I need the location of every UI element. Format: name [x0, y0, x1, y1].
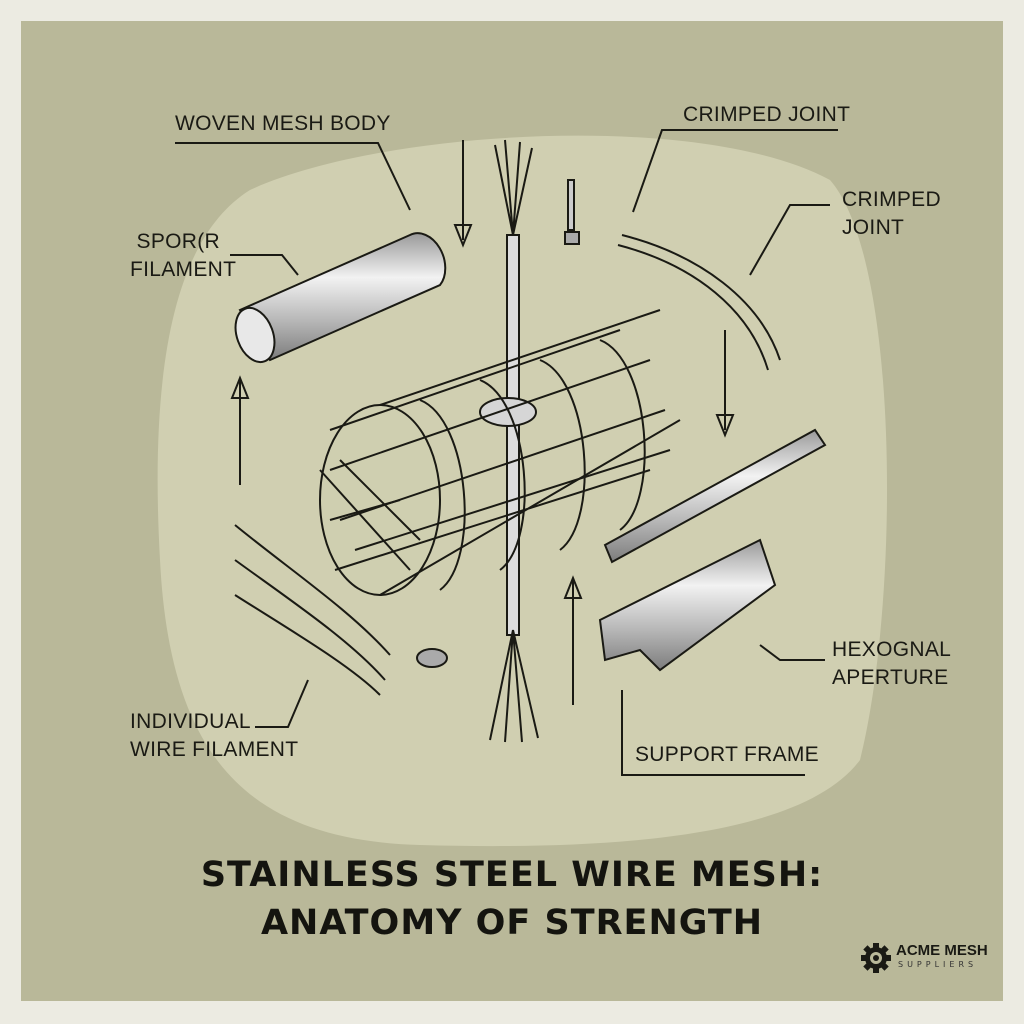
- label-crimped-joint-top: CRIMPED JOINT: [683, 103, 851, 126]
- label-hex-line2: APERTURE: [832, 666, 949, 689]
- arrow-up-center: [563, 575, 583, 705]
- individual-wire-filaments: [234, 524, 391, 696]
- washer-part: [416, 648, 448, 668]
- title-line1: STAINLESS STEEL WIRE MESH:: [200, 855, 824, 895]
- label-spor-filament: SPOR(R FILAMENT: [130, 228, 237, 284]
- leader-woven: [175, 142, 411, 211]
- spor-filament-tube: [234, 232, 447, 364]
- tube: [603, 428, 827, 564]
- gear-icon: [861, 943, 891, 973]
- label-hex-line1: HEXOGNAL: [832, 638, 952, 661]
- leader-hex: [759, 644, 825, 661]
- label-crimped-line2: JOINT: [842, 216, 905, 239]
- woven-mesh-body: [319, 309, 681, 596]
- leader-spor: [230, 254, 299, 276]
- label-individual-line2: WIRE FILAMENT: [130, 738, 299, 761]
- label-spor-line2: FILAMENT: [130, 258, 237, 281]
- support-frame-channel: [598, 538, 777, 672]
- crimped-joint-wires: [617, 234, 781, 371]
- arrow-down-right: [715, 330, 735, 438]
- arrow-down-left: [453, 140, 473, 248]
- label-individual-wire: INDIVIDUAL WIRE FILAMENT: [130, 708, 298, 764]
- leader-support: [621, 690, 805, 776]
- label-spor-line1: SPOR(R: [136, 230, 220, 253]
- label-woven-mesh-body: WOVEN MESH BODY: [175, 112, 391, 135]
- label-crimped-joint-right: CRIMPED JOINT: [842, 186, 941, 242]
- label-crimped-line1: CRIMPED: [842, 188, 941, 211]
- label-hexagonal-aperture: HEXOGNAL APERTURE: [832, 636, 951, 692]
- logo-subtitle: SUPPLIERS: [898, 960, 978, 969]
- logo-name: ACME MESH: [896, 942, 988, 959]
- label-individual-line1: INDIVIDUAL: [130, 710, 251, 733]
- arrow-up-left: [230, 375, 250, 485]
- leader-crimped-right: [749, 204, 830, 276]
- title-line2: ANATOMY OF STRENGTH: [260, 903, 764, 943]
- leader-crimped-top: [632, 129, 838, 213]
- label-support-frame: SUPPORT FRAME: [635, 743, 819, 766]
- leader-individual: [255, 679, 309, 728]
- pin-part: [564, 179, 580, 245]
